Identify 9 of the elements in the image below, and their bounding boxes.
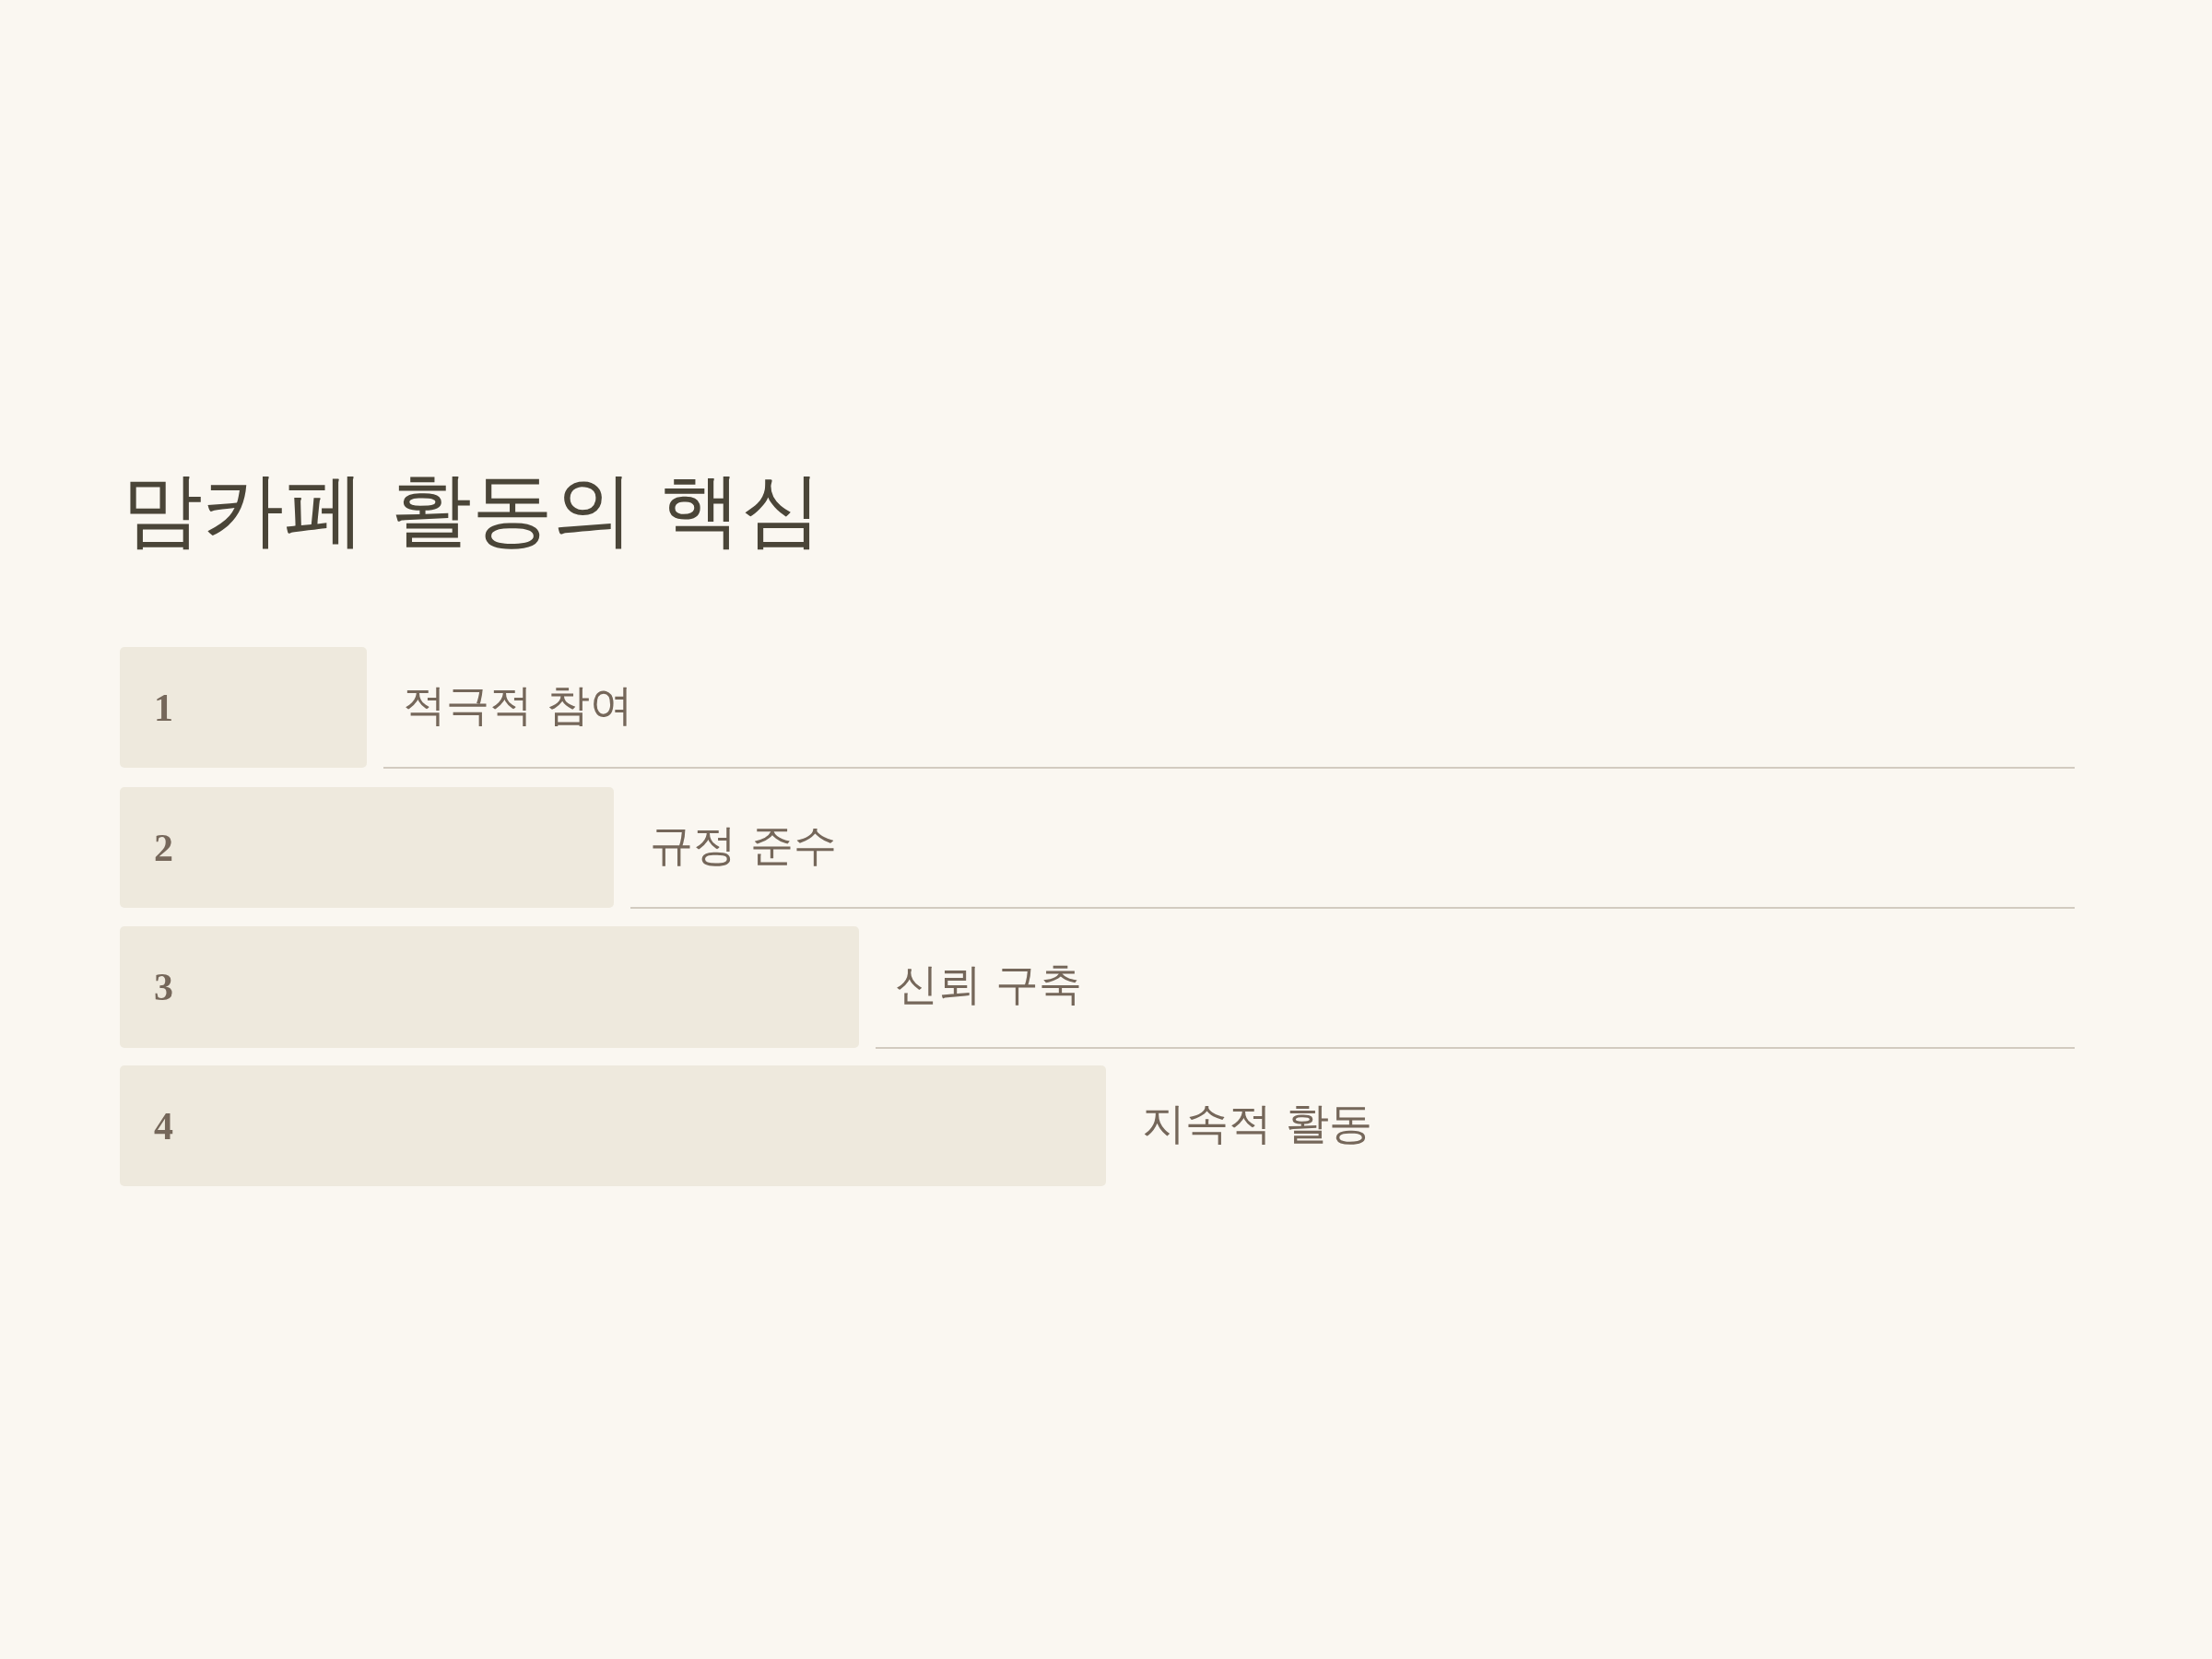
step-number: 4 xyxy=(154,1106,173,1146)
step-label: 지속적 활동 xyxy=(1142,1098,1372,1148)
step-number: 2 xyxy=(154,828,173,867)
step-number: 1 xyxy=(154,688,173,727)
step-label: 규정 준수 xyxy=(650,819,837,870)
title: 맘카페 활동의 핵심 xyxy=(122,461,822,559)
step-label: 신뢰 구축 xyxy=(895,959,1082,1009)
step-number: 3 xyxy=(154,968,173,1006)
step-label: 적극적 참여 xyxy=(403,679,633,730)
